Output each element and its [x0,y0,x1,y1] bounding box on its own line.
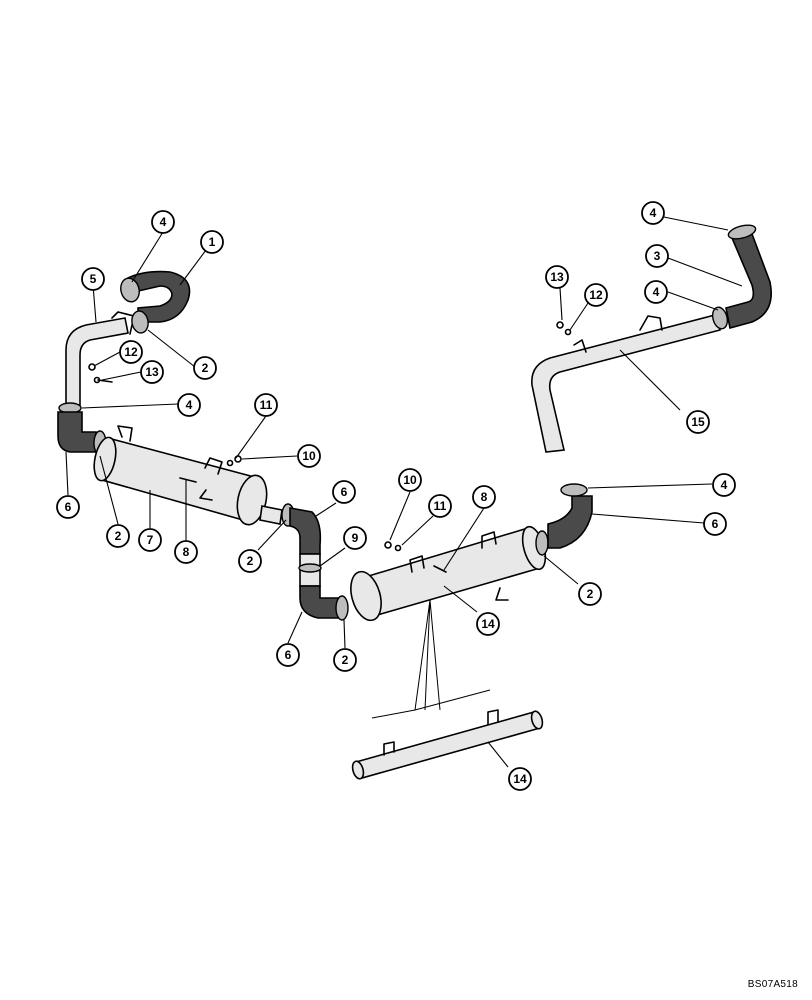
svg-text:2: 2 [587,587,594,601]
svg-text:5: 5 [90,272,97,286]
washer-10-11-left [226,455,242,467]
callout-7: 7 [138,528,162,552]
washer-10-11-right [384,541,402,552]
svg-text:2: 2 [342,653,349,667]
hose-1 [126,270,191,323]
callout-8: 8 [472,485,496,509]
svg-text:2: 2 [202,361,209,375]
svg-text:6: 6 [341,485,348,499]
clamp-4-right-top [727,224,757,240]
clamp-2-center-lower [335,595,349,621]
callout-6: 6 [703,512,727,536]
callout-6: 6 [276,643,300,667]
callout-2: 2 [106,524,130,548]
callout-3: 3 [645,244,669,268]
svg-text:13: 13 [145,365,159,379]
bolt-12-13-right [556,321,572,336]
callout-2: 2 [578,582,602,606]
callout-8: 8 [174,540,198,564]
tube-14-exploded [351,709,544,780]
bolt-8-right [433,565,447,573]
svg-text:10: 10 [403,473,417,487]
cooler-7 [93,425,283,526]
svg-text:14: 14 [513,772,527,786]
elbow-6-center-lower [299,585,339,619]
elbow-6-center-upper [289,507,322,555]
tube-9 [298,553,322,587]
callout-14: 14 [508,767,532,791]
svg-text:6: 6 [712,517,719,531]
clamp-4-upper-left [120,277,140,303]
svg-text:8: 8 [481,490,488,504]
callout-2: 2 [238,549,262,573]
callout-14: 14 [476,612,500,636]
callout-10: 10 [297,444,321,468]
clamp-4-right-mid [711,306,729,330]
callout-12: 12 [584,283,608,307]
callout-4: 4 [644,280,668,304]
exploded-view-bracket [371,599,491,719]
callout-2: 2 [333,648,357,672]
callout-13: 13 [545,265,569,289]
svg-text:4: 4 [721,478,728,492]
svg-text:4: 4 [650,206,657,220]
svg-text:10: 10 [302,449,316,463]
callout-11: 11 [254,393,278,417]
cooler-14 [350,525,547,622]
reference-code: BS07A518 [747,979,798,990]
callout-6: 6 [56,495,80,519]
svg-text:15: 15 [691,415,705,429]
callout-5: 5 [81,267,105,291]
svg-text:4: 4 [653,285,660,299]
tube-15 [531,314,722,453]
svg-text:7: 7 [147,533,154,547]
svg-text:9: 9 [352,531,359,545]
callout-10: 10 [398,468,422,492]
svg-text:12: 12 [589,288,603,302]
svg-text:11: 11 [260,398,273,412]
svg-text:6: 6 [285,648,292,662]
svg-text:4: 4 [160,215,167,229]
clamp-2-right [535,530,549,556]
callout-15: 15 [686,410,710,434]
callout-6: 6 [332,480,356,504]
svg-text:1: 1 [209,235,216,249]
svg-text:11: 11 [434,499,447,513]
svg-text:4: 4 [186,398,193,412]
svg-text:6: 6 [65,500,72,514]
callout-4: 4 [641,201,665,225]
svg-text:12: 12 [124,345,138,359]
elbow-6-right [547,495,593,549]
bolt-12-13-left [88,363,113,384]
svg-text:3: 3 [654,249,661,263]
callout-11: 11 [428,494,452,518]
callout-13: 13 [140,360,164,384]
callout-2: 2 [193,356,217,380]
bolt-8-left [179,477,197,483]
clamp-4-right-lower [560,483,588,497]
svg-text:2: 2 [247,554,254,568]
callout-4: 4 [712,473,736,497]
callout-1: 1 [200,230,224,254]
clamp-2-upper-left [131,310,149,334]
elbow-6-left [57,411,97,453]
callout-4: 4 [151,210,175,234]
svg-text:2: 2 [115,529,122,543]
svg-text:8: 8 [183,545,190,559]
callout-12: 12 [119,340,143,364]
svg-text:14: 14 [481,617,495,631]
callout-4: 4 [177,393,201,417]
hose-3 [725,233,772,329]
callout-9: 9 [343,526,367,550]
svg-text:13: 13 [550,270,564,284]
